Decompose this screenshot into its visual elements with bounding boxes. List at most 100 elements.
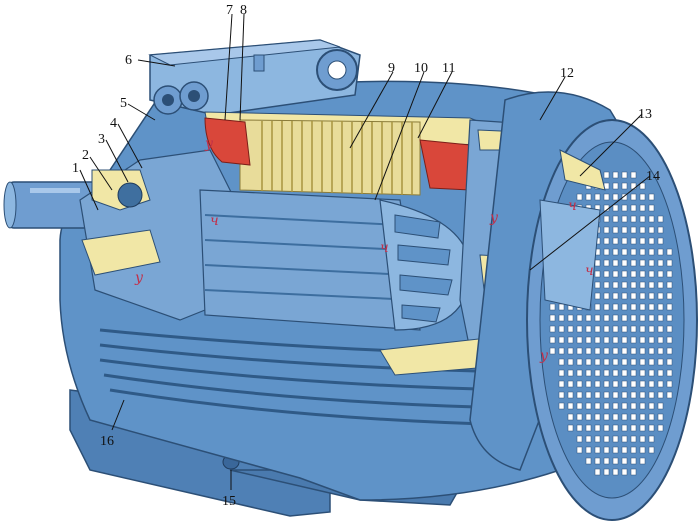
grille-hole — [639, 226, 646, 234]
stator-core — [239, 119, 421, 196]
grille-hole — [558, 325, 565, 333]
grille-hole — [630, 171, 637, 179]
hand-mark: у — [204, 136, 214, 152]
grille-hole — [603, 292, 610, 300]
grille-hole — [621, 413, 628, 421]
callout-label: 4 — [110, 116, 117, 131]
grille-hole — [621, 171, 628, 179]
hand-mark: у — [134, 270, 144, 286]
grille-hole — [657, 314, 664, 322]
grille-hole — [603, 270, 610, 278]
grille-hole — [558, 391, 565, 399]
grille-hole — [666, 358, 673, 366]
grille-hole — [630, 391, 637, 399]
rotor — [199, 189, 471, 331]
grille-hole — [612, 193, 619, 201]
grille-hole — [576, 358, 583, 366]
grille-hole — [612, 402, 619, 410]
grille-hole — [558, 336, 565, 344]
grille-hole — [630, 457, 637, 465]
grille-hole — [594, 435, 601, 443]
grille-hole — [594, 468, 601, 476]
grille-hole — [639, 380, 646, 388]
grille-hole — [630, 292, 637, 300]
callout-label: 11 — [442, 61, 455, 76]
grille-hole — [549, 325, 556, 333]
grille-hole — [621, 424, 628, 432]
grille-hole — [594, 457, 601, 465]
grille-hole — [630, 204, 637, 212]
grille-hole — [603, 325, 610, 333]
grille-hole — [648, 358, 655, 366]
grille-hole — [585, 336, 592, 344]
grille-hole — [621, 248, 628, 256]
grille-hole — [639, 336, 646, 344]
grille-hole — [603, 215, 610, 223]
grille-hole — [639, 193, 646, 201]
grille-hole — [666, 325, 673, 333]
grille-hole — [612, 336, 619, 344]
grille-hole — [639, 248, 646, 256]
grille-hole — [603, 171, 610, 179]
fan-cover-grille — [549, 171, 673, 476]
grille-hole — [612, 391, 619, 399]
grille-hole — [630, 325, 637, 333]
grille-hole — [666, 292, 673, 300]
grille-hole — [648, 281, 655, 289]
grille-hole — [594, 380, 601, 388]
grille-hole — [657, 281, 664, 289]
grille-hole — [612, 270, 619, 278]
grille-hole — [612, 446, 619, 454]
grille-hole — [648, 446, 655, 454]
callout-label: 8 — [240, 3, 247, 18]
grille-hole — [603, 435, 610, 443]
grille-hole — [621, 270, 628, 278]
grille-hole — [630, 215, 637, 223]
grille-hole — [648, 292, 655, 300]
callout-labels: 1 2 3 4 5 6 7 8 9 10 11 12 13 14 15 16 — [72, 3, 660, 509]
grille-hole — [630, 303, 637, 311]
grille-hole — [657, 270, 664, 278]
grille-hole — [666, 369, 673, 377]
grille-hole — [603, 314, 610, 322]
grille-hole — [594, 336, 601, 344]
grille-hole — [621, 193, 628, 201]
grille-hole — [576, 413, 583, 421]
grille-hole — [567, 413, 574, 421]
grille-hole — [603, 391, 610, 399]
grille-hole — [630, 314, 637, 322]
grille-hole — [648, 270, 655, 278]
grille-hole — [648, 347, 655, 355]
grille-hole — [657, 226, 664, 234]
callout-label: 13 — [638, 107, 652, 122]
callout-label: 9 — [388, 61, 395, 76]
grille-hole — [567, 358, 574, 366]
grille-hole — [648, 402, 655, 410]
grille-hole — [576, 347, 583, 355]
grille-hole — [567, 402, 574, 410]
grille-hole — [639, 303, 646, 311]
grille-hole — [621, 380, 628, 388]
grille-hole — [639, 237, 646, 245]
callout-label: 5 — [120, 96, 127, 111]
hand-mark: ч — [380, 240, 389, 256]
grille-hole — [576, 435, 583, 443]
grille-hole — [666, 303, 673, 311]
hand-mark: ч — [210, 213, 219, 229]
grille-hole — [621, 226, 628, 234]
grille-hole — [603, 413, 610, 421]
grille-hole — [630, 281, 637, 289]
motor-shaft — [3, 181, 99, 229]
grille-hole — [567, 369, 574, 377]
grille-hole — [639, 314, 646, 322]
grille-hole — [621, 314, 628, 322]
grille-hole — [594, 270, 601, 278]
hand-mark: ч — [585, 263, 594, 279]
grille-hole — [576, 380, 583, 388]
grille-hole — [639, 281, 646, 289]
grille-hole — [594, 391, 601, 399]
grille-hole — [603, 402, 610, 410]
hand-mark: ч — [568, 198, 577, 214]
grille-hole — [612, 204, 619, 212]
grille-hole — [621, 468, 628, 476]
